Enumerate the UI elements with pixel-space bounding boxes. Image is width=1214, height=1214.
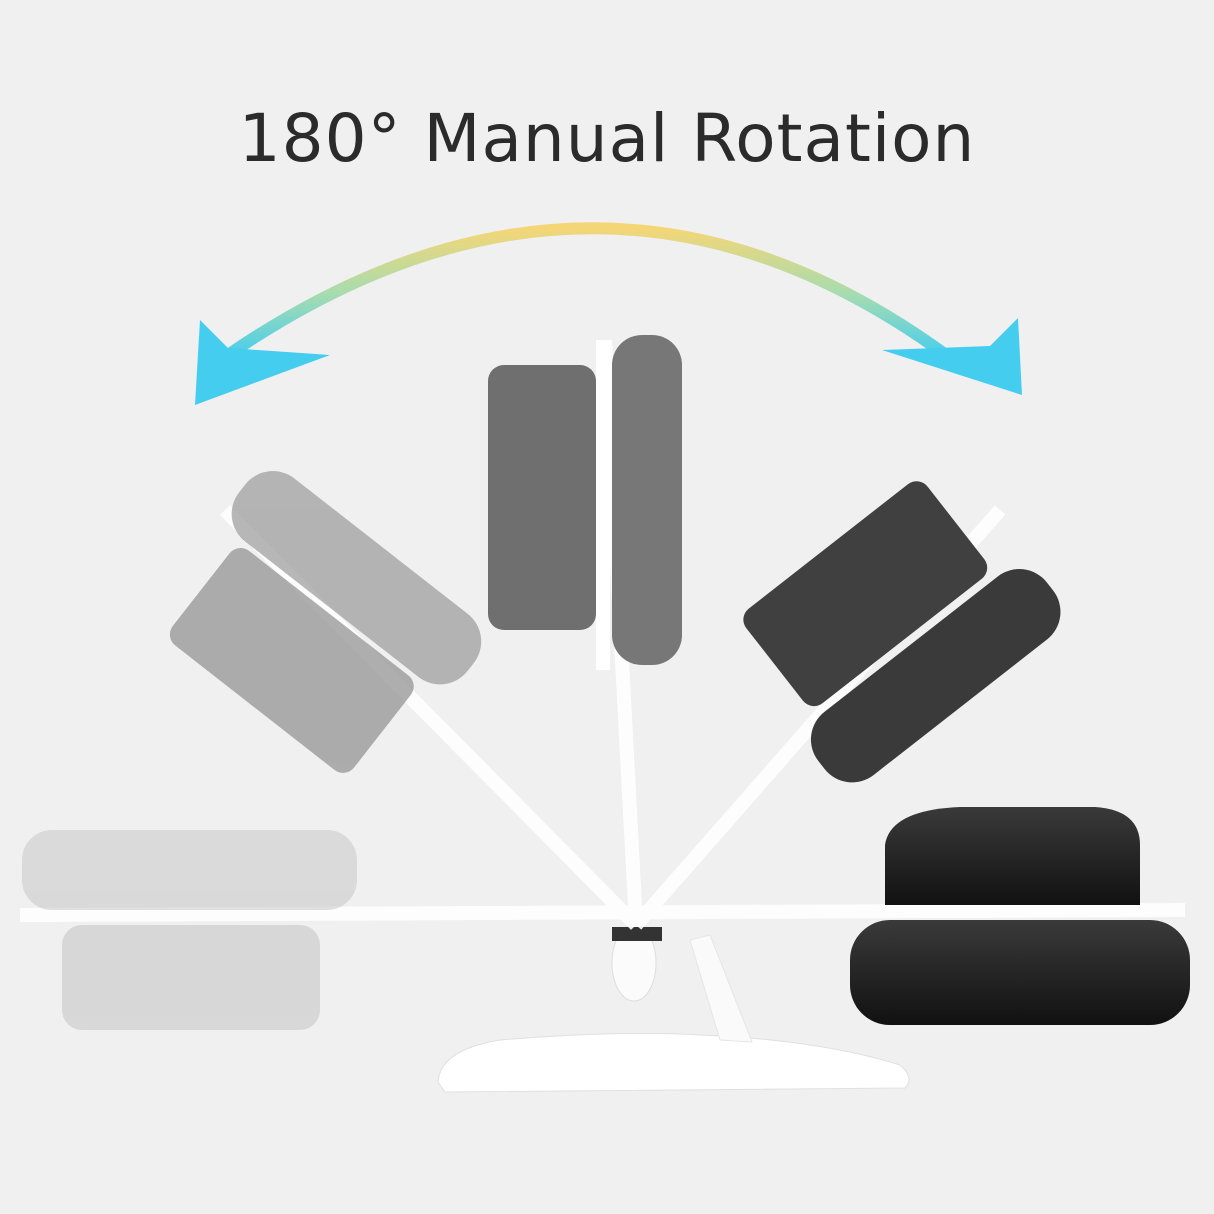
headline: 180° Manual Rotation xyxy=(238,100,976,177)
camera-position-90 xyxy=(488,335,682,670)
camera-position-180 xyxy=(850,807,1190,1025)
rotation-arrow-icon xyxy=(195,222,1022,405)
camera-position-0 xyxy=(22,830,357,1030)
camera-position-45 xyxy=(169,471,482,773)
camera-position-135 xyxy=(743,481,1061,783)
camera-stand xyxy=(437,924,910,1093)
